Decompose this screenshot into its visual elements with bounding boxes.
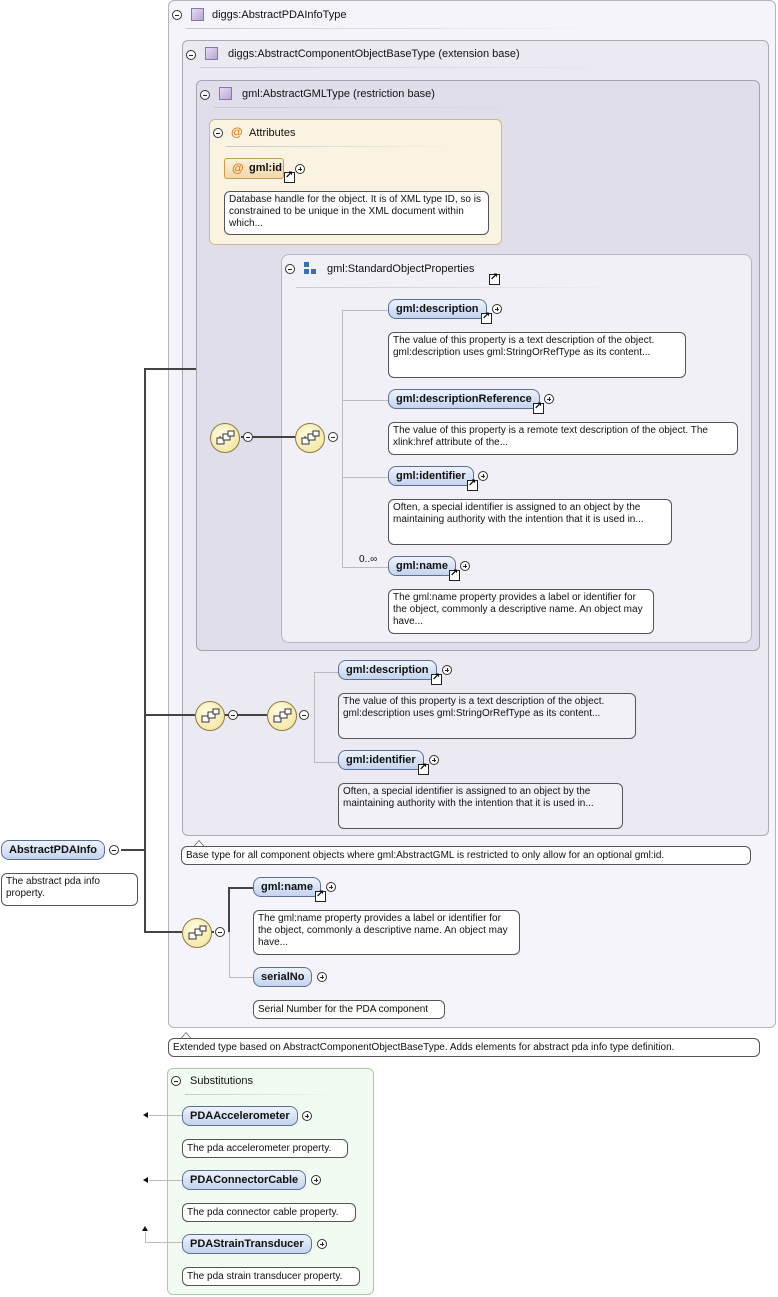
go-to-definition-icon[interactable]	[489, 272, 500, 285]
gml-identifier-doc: Often, a special identifier is assigned …	[388, 499, 672, 545]
element-gml-description[interactable]: gml:description	[338, 660, 437, 680]
go-to-definition-icon[interactable]	[315, 889, 326, 902]
base-type-doc: Base type for all component objects wher…	[181, 846, 751, 865]
root-element-abstract-pda-info[interactable]: AbstractPDAInfo	[1, 840, 106, 860]
sequence-compositor-icon	[195, 701, 225, 731]
expand-pda-accelerometer-button[interactable]	[302, 1111, 312, 1121]
standard-props-title: gml:StandardObjectProperties	[327, 263, 475, 275]
complex-type-icon	[191, 8, 204, 21]
gml-name-doc: The gml:name property provides a label o…	[388, 589, 654, 634]
element-gml-description-reference[interactable]: gml:descriptionReference	[388, 389, 540, 409]
collapse-standard-props-button[interactable]	[285, 264, 295, 274]
expand-gml-description-button[interactable]	[442, 665, 452, 675]
collapse-sequence-button[interactable]	[228, 710, 238, 720]
sequence-compositor-icon	[210, 423, 240, 453]
element-gml-identifier[interactable]: gml:identifier	[338, 750, 424, 770]
mid-type-title: diggs:AbstractComponentObjectBaseType (e…	[228, 48, 520, 60]
go-to-definition-icon[interactable]	[481, 311, 492, 324]
gml-description-reference-doc: The value of this property is a remote t…	[388, 422, 738, 455]
expand-gml-name-button[interactable]	[326, 882, 336, 892]
expand-pda-strain-transducer-button[interactable]	[317, 1239, 327, 1249]
substitutions-header: Substitutions	[190, 1075, 253, 1087]
expand-gml-name-button[interactable]	[460, 561, 470, 571]
complex-type-icon	[219, 87, 232, 100]
collapse-attributes-button[interactable]	[213, 128, 223, 138]
attribute-at-icon: @	[232, 161, 244, 175]
element-serial-no[interactable]: serialNo	[253, 967, 313, 987]
pda-strain-transducer-doc: The pda strain transducer property.	[182, 1267, 360, 1286]
complex-type-icon	[205, 47, 218, 60]
go-to-definition-icon[interactable]	[533, 401, 544, 414]
collapse-sequence-button[interactable]	[328, 432, 338, 442]
outer-type-title: diggs:AbstractPDAInfoType	[212, 9, 347, 21]
collapse-root-button[interactable]	[109, 845, 119, 855]
expand-gml-description-reference-button[interactable]	[544, 394, 554, 404]
expand-pda-connector-cable-button[interactable]	[311, 1175, 321, 1185]
collapse-sequence-button[interactable]	[299, 710, 309, 720]
collapse-sequence-button[interactable]	[215, 927, 225, 937]
substitution-pda-connector-cable[interactable]: PDAConnectorCable	[182, 1170, 307, 1190]
element-gml-identifier[interactable]: gml:identifier	[388, 466, 474, 486]
occurrence-label: 0..∞	[359, 554, 378, 565]
expand-gml-description-button[interactable]	[492, 304, 502, 314]
inner-type-title: gml:AbstractGMLType (restriction base)	[242, 88, 435, 100]
group-icon	[304, 262, 316, 274]
collapse-sequence-button[interactable]	[243, 432, 253, 442]
element-gml-description[interactable]: gml:description	[388, 299, 487, 319]
collapse-outer-type-button[interactable]	[172, 10, 182, 20]
attribute-gml-id[interactable]: gml:id	[224, 158, 284, 179]
attribute-name: gml:id	[249, 162, 282, 174]
collapse-substitutions-button[interactable]	[171, 1076, 181, 1086]
gml-description-doc: The value of this property is a text des…	[388, 332, 686, 378]
serial-no-doc: Serial Number for the PDA component	[253, 1000, 445, 1019]
pda-connector-cable-doc: The pda connector cable property.	[182, 1203, 356, 1222]
go-to-definition-icon[interactable]	[284, 170, 295, 183]
collapse-mid-type-button[interactable]	[186, 50, 196, 60]
gml-description-doc: The value of this property is a text des…	[338, 693, 636, 739]
pda-accelerometer-doc: The pda accelerometer property.	[182, 1139, 348, 1158]
expand-gml-id-button[interactable]	[295, 164, 305, 174]
root-element-doc: The abstract pda info property.	[1, 873, 138, 906]
go-to-definition-icon[interactable]	[449, 568, 460, 581]
expand-gml-identifier-button[interactable]	[429, 755, 439, 765]
gml-identifier-doc: Often, a special identifier is assigned …	[338, 783, 623, 829]
go-to-definition-icon[interactable]	[418, 762, 429, 775]
extension-type-doc: Extended type based on AbstractComponent…	[168, 1038, 760, 1057]
substitution-pda-accelerometer[interactable]: PDAAccelerometer	[182, 1106, 298, 1126]
gml-id-doc: Database handle for the object. It is of…	[224, 191, 489, 235]
go-to-definition-icon[interactable]	[431, 672, 442, 685]
go-to-definition-icon[interactable]	[467, 478, 478, 491]
substitution-pda-strain-transducer[interactable]: PDAStrainTransducer	[182, 1234, 312, 1254]
element-gml-name[interactable]: gml:name	[388, 556, 456, 576]
element-gml-name[interactable]: gml:name	[253, 877, 321, 897]
collapse-inner-type-button[interactable]	[200, 90, 210, 100]
expand-serial-no-button[interactable]	[317, 972, 327, 982]
expand-gml-identifier-button[interactable]	[478, 471, 488, 481]
sequence-compositor-icon	[267, 701, 297, 731]
sequence-compositor-icon	[182, 918, 212, 948]
gml-name-doc: The gml:name property provides a label o…	[253, 910, 520, 955]
attribute-at-icon: @	[231, 125, 243, 139]
choice-compositor-icon	[295, 423, 325, 453]
attributes-header: Attributes	[249, 127, 296, 139]
